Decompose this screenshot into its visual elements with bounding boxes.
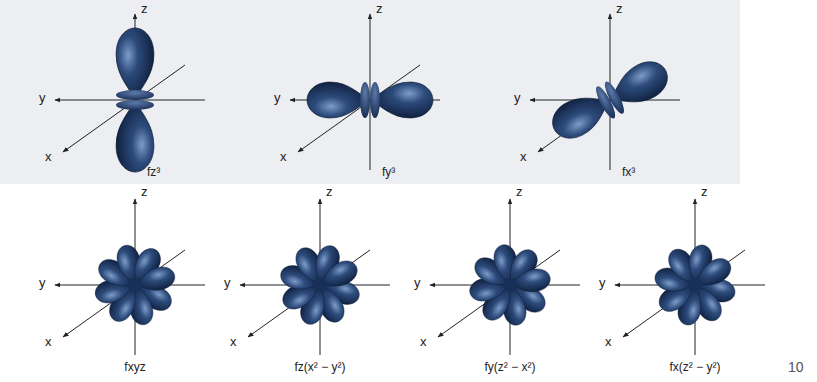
axis-label: y [274,91,281,105]
axis-label: x [520,150,527,164]
axis-label: z [141,2,148,16]
axis-label: y [224,276,231,290]
axis-label: x [280,150,287,164]
axis-label: x [45,335,52,349]
page-number: 10 [788,360,804,375]
fy-z2-x2-orbital [430,199,580,355]
axis-label: z [701,185,708,199]
fxyz-orbital [55,199,205,355]
axis-label: y [39,276,46,290]
orbital-name: fz³ [147,166,160,179]
fx-z2-y2-orbital [615,199,765,355]
axis-label: y [39,91,46,105]
orbital-name: fx³ [622,166,635,179]
axis-label: z [376,2,383,16]
axis-label: x [45,150,52,164]
fx3-orbital [530,14,680,170]
axis-label: y [599,276,606,290]
fz-x2-y2-orbital [240,199,390,355]
axis-label: y [514,91,521,105]
axis-label: z [141,185,148,199]
orbital-name: fy(z² − x²) [485,361,536,374]
axis-label: z [616,2,623,16]
axis-label: z [516,185,523,199]
fz3-orbital [55,14,205,172]
top-panel [0,0,740,184]
axis-label: x [420,335,427,349]
orbital-name: fy³ [382,166,395,179]
orbital-name: fx(z² − y²) [670,361,721,374]
axis-label: z [326,185,333,199]
axis-label: x [230,335,237,349]
fy3-orbital [290,14,440,170]
orbital-name: fz(x² − y²) [295,361,346,374]
axis-label: y [414,276,421,290]
axis-label: x [605,335,612,349]
orbital-name: fxyz [124,361,145,374]
